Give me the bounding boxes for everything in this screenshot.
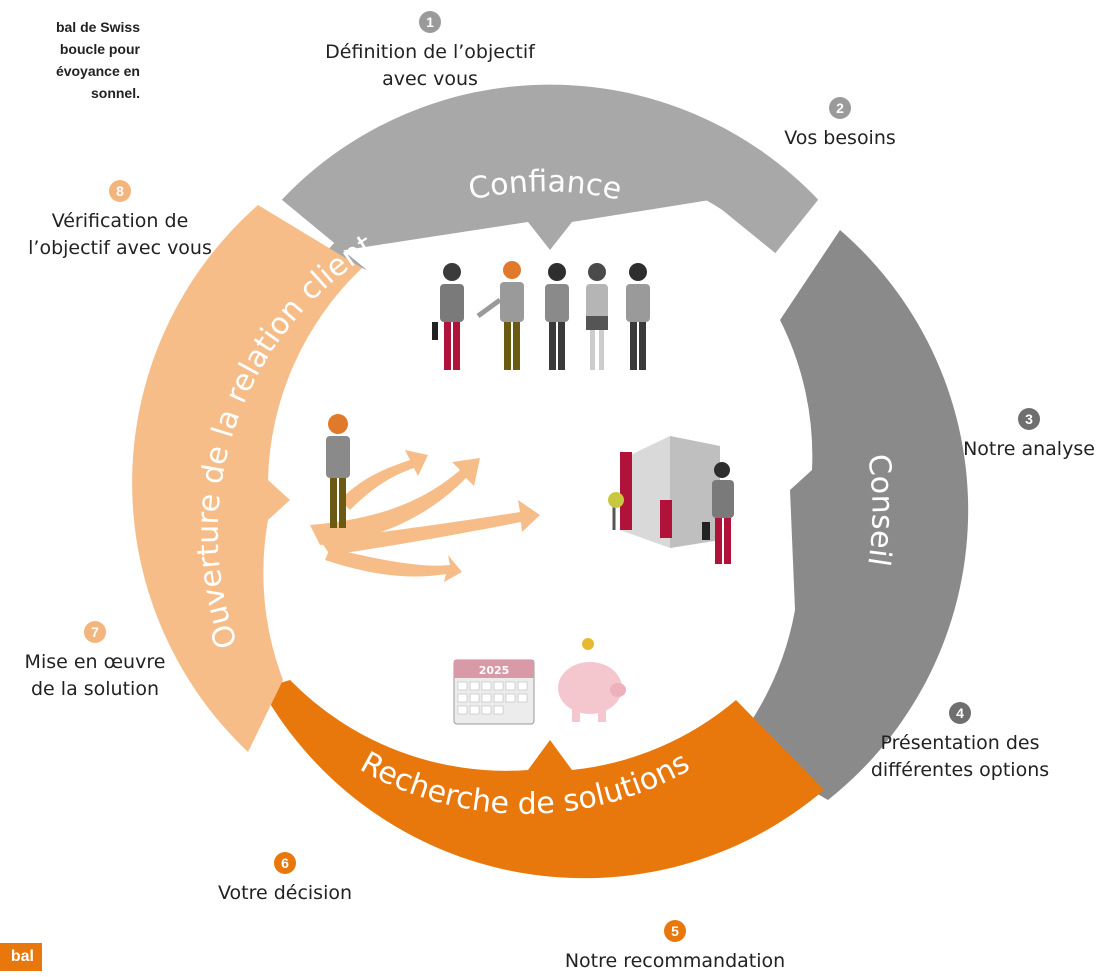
arrows-icon (320, 500, 540, 555)
step-number-badge: 4 (949, 702, 971, 724)
arrows-icon (340, 450, 428, 510)
step-text: Notre analyse (963, 438, 1095, 460)
step-text: Votre décision (217, 882, 353, 904)
step-text: Définition de l’objectif (325, 41, 535, 63)
step-text: Mise en œuvre (24, 651, 166, 673)
intro-text: bal de Swiss boucle pour évoyance en son… (0, 16, 140, 104)
step-text: de la solution (31, 678, 159, 700)
arrows-icon (325, 548, 462, 582)
people-illustration (432, 261, 650, 370)
step-text: Présentation des (880, 732, 1040, 754)
person-icon (586, 263, 608, 370)
calendar-year: 2025 (479, 664, 510, 677)
ring (132, 84, 969, 879)
step-number-badge: 7 (84, 621, 106, 643)
intro-line: sonnel. (90, 85, 140, 101)
building-illustration (608, 436, 734, 564)
step-number-badge: 2 (829, 97, 851, 119)
arrows-icon (310, 458, 480, 545)
label-conseil: Conseil (860, 452, 899, 568)
step-text: Notre recommandation (564, 950, 786, 972)
intro-line: évoyance en (55, 63, 140, 79)
step-3: 3 Notre analyse (954, 408, 1104, 463)
step-text: Vérification de (51, 210, 189, 232)
step-7: 7 Mise en œuvre de la solution (20, 621, 170, 703)
calendar-icon: 2025 (453, 659, 535, 725)
step-number-badge: 5 (664, 920, 686, 942)
step-number-badge: 8 (109, 180, 131, 202)
step-4: 4 Présentation des différentes options (855, 702, 1065, 784)
step-text: avec vous (382, 68, 478, 90)
intro-line: boucle pour (59, 41, 140, 57)
segment-confiance (281, 84, 819, 270)
step-text: l’objectif avec vous (28, 237, 212, 259)
piggy-bank-icon (558, 638, 626, 722)
segment-confiance-notch (324, 152, 776, 254)
person-icon (545, 263, 569, 370)
segment-recherche (262, 680, 824, 879)
step-5: 5 Notre recommandation (540, 920, 810, 975)
step-6: 6 Votre décision (200, 852, 370, 907)
step-1: 1 Définition de l’objectif avec vous (310, 11, 550, 93)
person-icon (476, 261, 524, 370)
intro-line: bal de Swiss (55, 19, 140, 35)
step-2: 2 Vos besoins (770, 97, 910, 152)
person-icon (626, 263, 650, 370)
crossroads-illustration (310, 414, 540, 582)
person-icon (432, 263, 464, 370)
segment-conseil (734, 230, 969, 800)
step-text: Vos besoins (784, 127, 896, 149)
step-number-badge: 6 (274, 852, 296, 874)
segment-ouverture (132, 205, 362, 752)
footer-tag: bal (0, 943, 42, 971)
step-number-badge: 3 (1018, 408, 1040, 430)
step-text: différentes options (870, 759, 1050, 781)
step-number-badge: 1 (419, 11, 441, 33)
step-8: 8 Vérification de l’objectif avec vous (20, 180, 220, 262)
